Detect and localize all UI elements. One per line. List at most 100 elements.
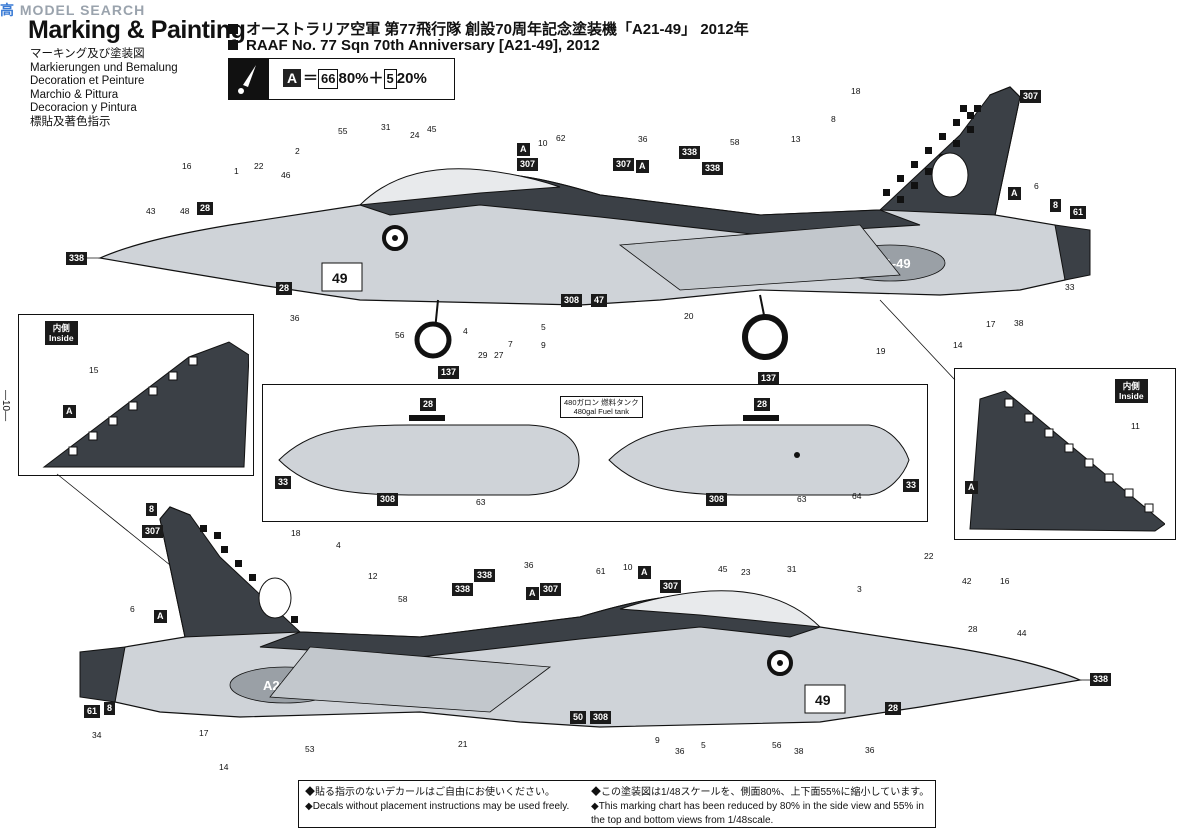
- callout-number: 45: [718, 564, 728, 574]
- callout-tag: A: [154, 610, 167, 623]
- callout-tag: 307: [613, 158, 635, 171]
- callout-number: 21: [458, 739, 468, 749]
- callout-tag: A: [638, 566, 651, 579]
- nose-number: 49: [815, 692, 831, 708]
- callout-number: 5: [541, 322, 546, 332]
- callout-number: 17: [986, 319, 996, 329]
- callout-number: 33: [1065, 282, 1075, 292]
- callout-number: 63: [797, 494, 807, 504]
- callout-number: 27: [494, 350, 504, 360]
- language-list: マーキング及び塗装図 Markierungen und Bemalung Dec…: [30, 48, 178, 130]
- callout-tag: 308: [590, 711, 612, 724]
- callout-number: 46: [281, 170, 291, 180]
- watermark: 高 MODEL SEARCH: [0, 0, 145, 20]
- callout-number: 6: [130, 604, 135, 614]
- callout-tag: 28: [754, 398, 771, 411]
- callout-number: 58: [730, 137, 740, 147]
- callout-tag: 8: [1050, 199, 1062, 212]
- callout-number: 10: [538, 138, 548, 148]
- callout-number: 36: [638, 134, 648, 144]
- notes-right: ◆この塗装図は1/48スケールを、側面80%、上下面55%に縮小しています。 ◆…: [591, 787, 930, 826]
- color-5: 5: [383, 69, 397, 89]
- callout-number: 36: [524, 560, 534, 570]
- callout-tag: 28: [420, 398, 437, 411]
- fuel-tank-box: [262, 384, 928, 522]
- lang-de: Markierungen und Bemalung: [30, 61, 178, 74]
- callout-number: 56: [772, 740, 782, 750]
- callout-number: 53: [305, 744, 315, 754]
- callout-tag: 338: [452, 583, 474, 596]
- callout-number: 20: [684, 311, 694, 321]
- callout-number: 45: [427, 124, 437, 134]
- callout-number: 22: [254, 161, 264, 171]
- callout-tag: 8: [146, 503, 158, 516]
- callout-number: 36: [675, 746, 685, 756]
- callout-number: 9: [541, 340, 546, 350]
- inside-label: 内側 Inside: [45, 321, 78, 345]
- callout-number: 16: [1000, 576, 1010, 586]
- callout-tag: 308: [561, 294, 583, 307]
- left-fin-inset: 内側 Inside 15 A: [18, 314, 254, 476]
- lang-jp: マーキング及び塗装図: [30, 48, 145, 60]
- watermark-latin: MODEL SEARCH: [19, 2, 146, 18]
- lang-fr: Decoration et Peinture: [30, 75, 145, 88]
- callout-number: 14: [219, 762, 229, 772]
- callout-tag: 28: [276, 282, 293, 295]
- callout-tag: 308: [706, 493, 728, 506]
- callout-number: 6: [1034, 181, 1039, 191]
- callout-number: 8: [831, 114, 836, 124]
- callout-number: 14: [953, 340, 963, 350]
- callout-number: 38: [794, 746, 804, 756]
- callout-number: 22: [924, 551, 934, 561]
- right-fin-inset: 内側 Inside 11 A: [954, 368, 1176, 540]
- callout-tag: 338: [1090, 673, 1112, 686]
- callout-number: 9: [655, 735, 660, 745]
- callout-number: 31: [381, 122, 391, 132]
- callout-tag: 47: [591, 294, 608, 307]
- page-number: —10—: [0, 390, 11, 422]
- callout-number: 34: [92, 730, 102, 740]
- color-66: 66: [318, 69, 339, 89]
- callout-tag: 308: [377, 493, 399, 506]
- lang-es: Decoracion y Pintura: [30, 102, 137, 115]
- callout-tag: 307: [142, 525, 164, 538]
- nose-number: 49: [332, 270, 348, 286]
- callout-tag: 137: [758, 372, 780, 385]
- callout-number: 15: [89, 365, 99, 375]
- callout-number: 7: [508, 339, 513, 349]
- callout-number: 10: [623, 562, 633, 572]
- notes-box: ◆貼る指示のないデカールはご自由にお使いください。 ◆Decals withou…: [298, 780, 936, 828]
- callout-number: 42: [962, 576, 972, 586]
- fuel-tank-label: 480ガロン 燃料タンク 480gal Fuel tank: [560, 396, 643, 418]
- callout-number: 64: [852, 491, 862, 501]
- aircraft-title-en: RAAF No. 77 Sqn 70th Anniversary [A21-49…: [228, 37, 600, 54]
- callout-tag: 137: [438, 366, 460, 379]
- callout-number: 2: [295, 146, 300, 156]
- callout-tag: A: [965, 481, 978, 494]
- lang-zh: 標貼及著色指示: [30, 115, 111, 128]
- callout-tag: 50: [570, 711, 587, 724]
- callout-number: 5: [701, 740, 706, 750]
- callout-number: 18: [291, 528, 301, 538]
- callout-tag: 33: [903, 479, 920, 492]
- callout-number: 4: [336, 540, 341, 550]
- callout-tag: 28: [885, 702, 902, 715]
- callout-tag: 307: [660, 580, 682, 593]
- callout-number: 17: [199, 728, 209, 738]
- lang-it: Marchio & Pittura: [30, 88, 119, 101]
- callout-tag: A: [526, 587, 539, 600]
- callout-tag: 61: [1070, 206, 1087, 219]
- callout-tag: A: [63, 405, 76, 418]
- callout-tag: A: [517, 143, 530, 156]
- callout-number: 62: [556, 133, 566, 143]
- paint-letter: A: [283, 69, 301, 87]
- callout-tag: 307: [1020, 90, 1042, 103]
- bottom-aircraft-profile: A21-49 49: [79, 506, 1095, 728]
- callout-tag: 338: [679, 146, 701, 159]
- callout-tag: 338: [702, 162, 724, 175]
- callout-number: 31: [787, 564, 797, 574]
- callout-tag: A: [636, 160, 649, 173]
- callout-number: 19: [876, 346, 886, 356]
